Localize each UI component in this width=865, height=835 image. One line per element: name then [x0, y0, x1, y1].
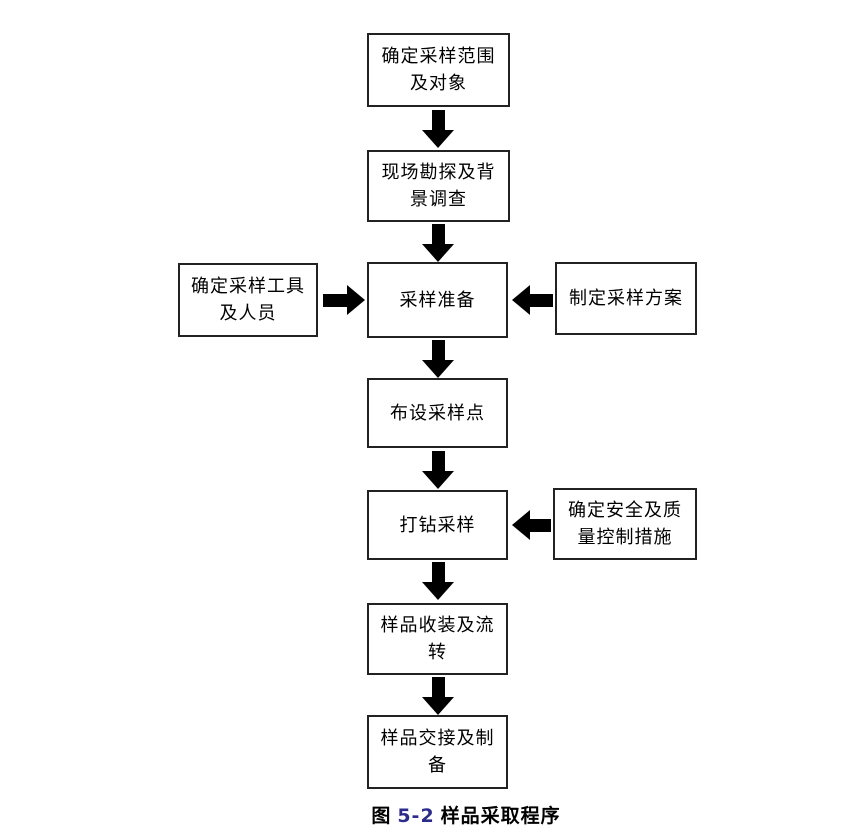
arrow-right-icon — [323, 285, 365, 315]
arrow-stem — [530, 518, 551, 532]
node-safety-qc: 确定安全及质 量控制措施 — [553, 488, 697, 560]
arrow-stem — [431, 224, 445, 244]
node-drilling: 打钻采样 — [367, 490, 508, 560]
node-sampling-plan: 制定采样方案 — [555, 262, 697, 335]
caption-prefix: 图 — [371, 805, 392, 827]
arrow-left-icon — [512, 285, 553, 315]
arrow-head — [422, 582, 454, 600]
arrow-stem — [431, 562, 445, 582]
caption-number: 5-2 — [397, 805, 435, 827]
arrow-head — [512, 510, 530, 540]
arrow-down-icon — [422, 451, 454, 489]
node-sample-handover: 样品交接及制 备 — [367, 715, 508, 789]
arrow-head — [422, 360, 454, 378]
node-tools-personnel: 确定采样工具 及人员 — [178, 263, 318, 337]
arrow-left-icon — [512, 510, 551, 540]
node-site-survey: 现场勘探及背 景调查 — [367, 150, 510, 222]
arrow-stem — [530, 293, 553, 307]
caption-title: 样品采取程序 — [440, 805, 561, 827]
node-determine-scope: 确定采样范围 及对象 — [367, 33, 510, 107]
arrow-stem — [431, 677, 445, 697]
arrow-head — [512, 285, 530, 315]
arrow-down-icon — [422, 340, 454, 378]
arrow-head — [422, 244, 454, 262]
arrow-down-icon — [422, 224, 454, 262]
arrow-stem — [323, 293, 347, 307]
arrow-down-icon — [422, 562, 454, 600]
arrow-stem — [431, 110, 445, 130]
node-sampling-prep: 采样准备 — [367, 262, 508, 338]
arrow-down-icon — [422, 677, 454, 715]
node-layout-points: 布设采样点 — [367, 378, 508, 448]
arrow-head — [422, 130, 454, 148]
arrow-down-icon — [422, 110, 454, 148]
arrow-stem — [431, 340, 445, 360]
arrow-head — [422, 471, 454, 489]
arrow-head — [347, 285, 365, 315]
node-sample-packing: 样品收装及流 转 — [367, 603, 508, 675]
arrow-stem — [431, 451, 445, 471]
arrow-head — [422, 697, 454, 715]
